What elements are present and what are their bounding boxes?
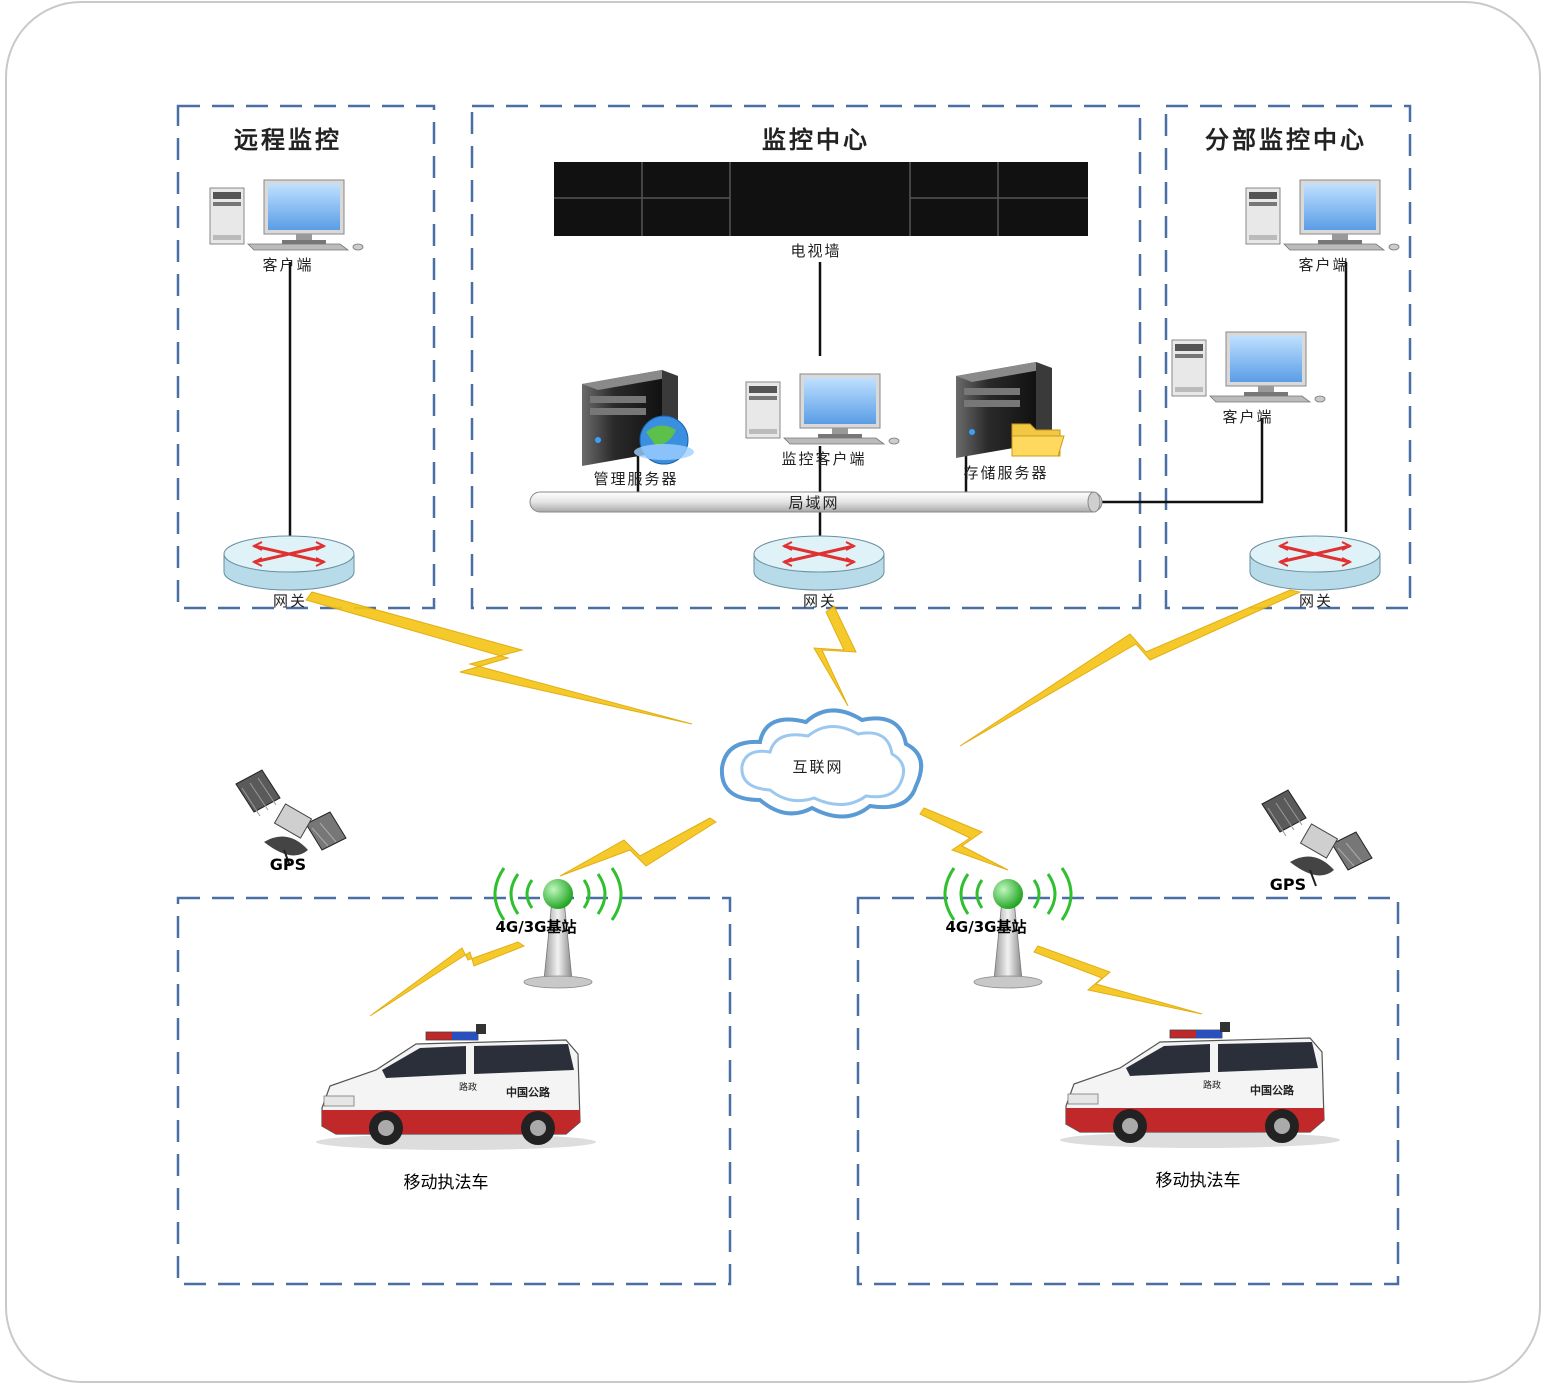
gateway-right-label: 网关 (1299, 592, 1333, 610)
outer-frame (5, 1, 1541, 1383)
lightning-left-icon (305, 591, 693, 725)
folder-icon (1011, 423, 1065, 457)
lightning-center-icon (813, 605, 857, 707)
car-right-door-text: 路政 (1203, 1079, 1221, 1091)
car-left-door-text: 路政 (459, 1081, 477, 1093)
car-left-label: 移动执法车 (404, 1173, 489, 1193)
car-left-side-text: 中国公路 (506, 1085, 551, 1099)
gateway-right-router-icon (1248, 534, 1382, 592)
tv-wall-icon (554, 162, 1088, 236)
station-left-label: 4G/3G基站 (496, 918, 577, 936)
gateway-center-label: 网关 (803, 592, 837, 610)
branch-client-mid-label: 客户端 (1222, 408, 1273, 426)
mobile-unit-right-box (856, 896, 1400, 1286)
lan-pipe-icon (529, 491, 1103, 513)
lightning-down-left-icon (559, 817, 717, 877)
gateway-center-router-icon (752, 534, 886, 592)
tv-wall-label: 电视墙 (790, 242, 841, 260)
lightning-car-right-icon (1033, 945, 1203, 1015)
car-left-van-icon: 中国公路 路政 (315, 1023, 597, 1151)
gateway-left-label: 网关 (273, 592, 307, 610)
management-server-label: 管理服务器 (593, 470, 678, 488)
lightning-car-left-icon (369, 941, 526, 1017)
mobile-unit-left-box (176, 896, 732, 1286)
remote-client-label: 客户端 (262, 256, 313, 274)
branch-center-box (1164, 104, 1412, 610)
remote-monitor-box (176, 104, 436, 610)
remote-monitor-title: 远程监控 (234, 125, 342, 154)
internet-cloud-icon (719, 708, 924, 819)
car-right-label: 移动执法车 (1156, 1171, 1241, 1191)
storage-server-label: 存储服务器 (963, 464, 1048, 482)
branch-client-top-label: 客户端 (1298, 256, 1349, 274)
monitor-center-box (470, 104, 1142, 610)
branch-center-title: 分部监控中心 (1205, 125, 1367, 154)
lightning-down-right-icon (919, 807, 1009, 871)
station-right-label: 4G/3G基站 (946, 918, 1027, 936)
gateway-left-router-icon (222, 534, 356, 592)
monitor-client-label: 监控客户端 (781, 450, 866, 468)
wireless-links (305, 589, 1302, 1017)
region-boxes (176, 104, 1412, 1286)
gps-left-label: GPS (270, 855, 306, 874)
car-right-van-icon: 中国公路 路政 (1059, 1021, 1341, 1149)
car-right-side-text: 中国公路 (1250, 1083, 1295, 1097)
wired-links (288, 262, 1348, 540)
gps-right-label: GPS (1270, 875, 1306, 894)
lan-label: 局域网 (788, 494, 839, 512)
lightning-right-icon (959, 589, 1302, 747)
internet-label: 互联网 (792, 758, 843, 776)
monitor-center-title: 监控中心 (762, 125, 870, 154)
globe-icon (634, 415, 694, 465)
